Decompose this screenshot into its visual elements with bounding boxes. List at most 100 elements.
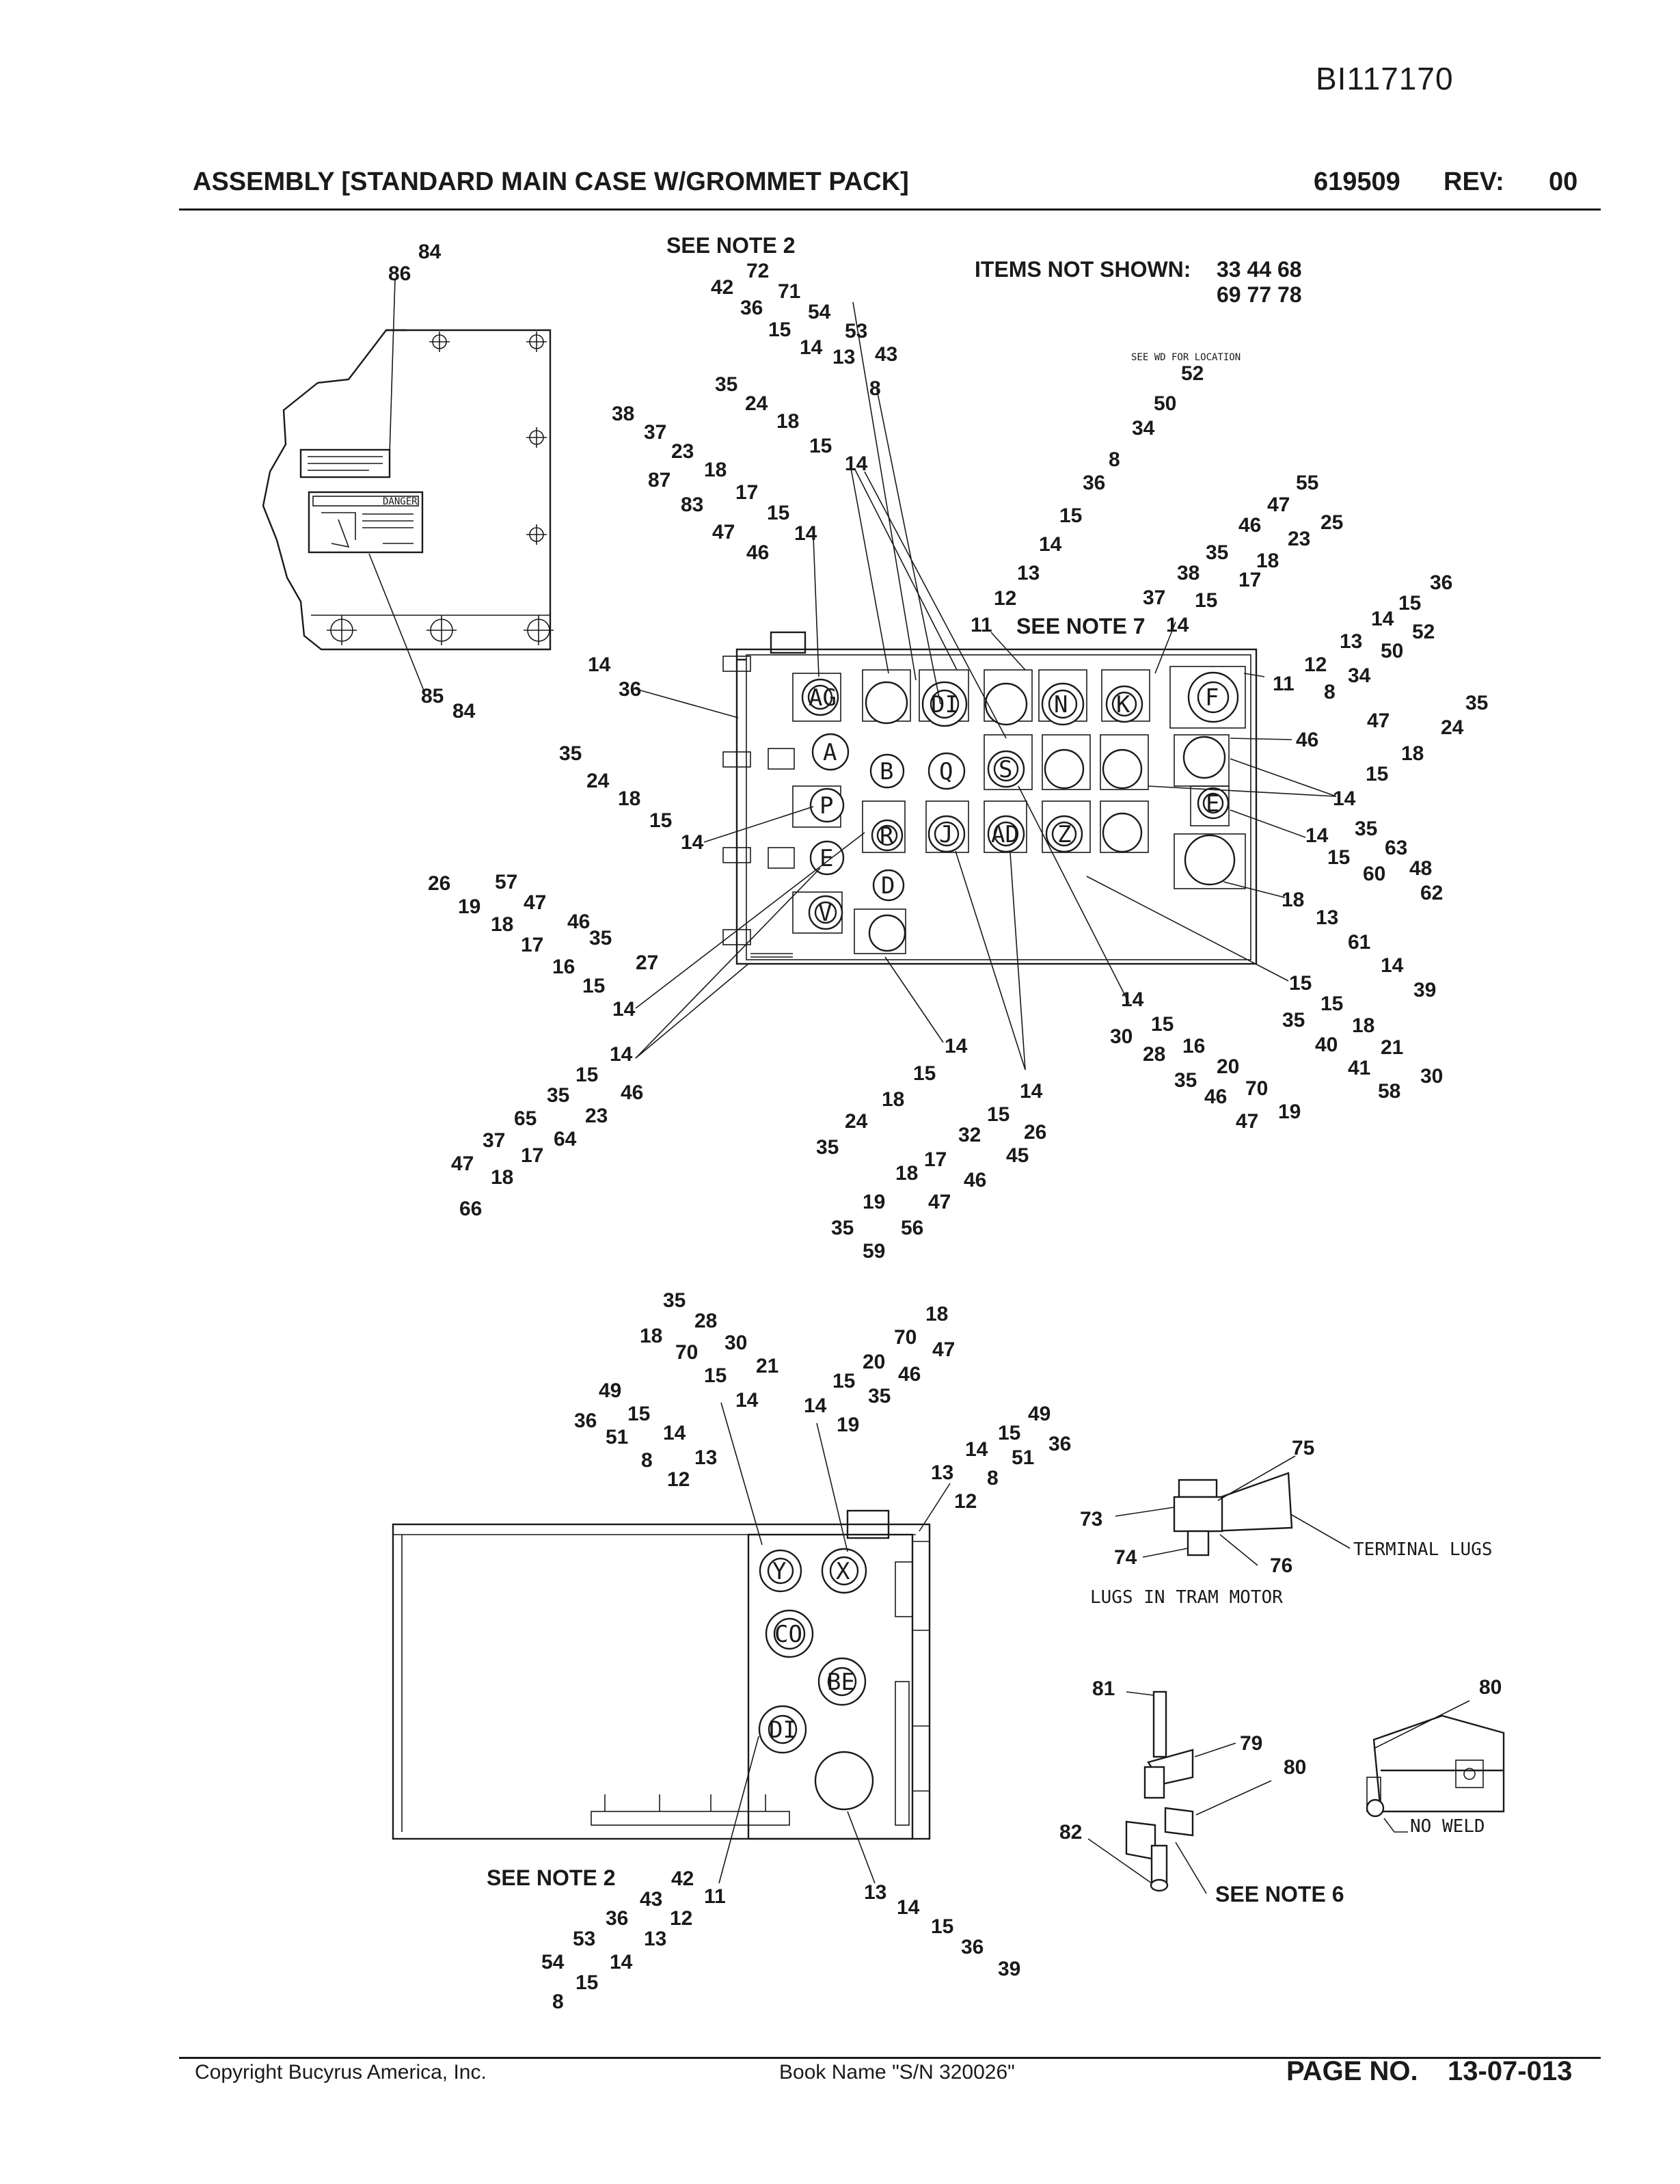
- callout-number: 50: [1154, 392, 1176, 415]
- callout-number: 13: [644, 1928, 666, 1950]
- receptacle-row-2: A B Q S: [811, 733, 1230, 790]
- callout-number: 36: [740, 297, 763, 319]
- connector-label: S: [999, 756, 1012, 783]
- callout-number: 36: [606, 1907, 628, 1930]
- callout-number: 17: [521, 1144, 543, 1167]
- connector-label: D: [881, 872, 895, 900]
- callout-number: 14: [800, 336, 823, 359]
- connector-label: BE: [827, 1669, 855, 1696]
- callout-number: 15: [575, 1064, 598, 1086]
- callout-number: 21: [1381, 1036, 1403, 1059]
- main-case-top-view: AG DI N K F A B Q S P R: [635, 301, 1337, 1070]
- callout-number: 15: [704, 1364, 727, 1387]
- copyright: Copyright Bucyrus America, Inc.: [195, 2061, 487, 2084]
- callout-number: 14: [681, 831, 704, 854]
- callout-number: 36: [1430, 571, 1452, 594]
- callout-number: 14: [588, 653, 611, 676]
- callout-number: 12: [954, 1490, 977, 1513]
- callout-number: 14: [1333, 787, 1356, 810]
- callout-number: 47: [1236, 1110, 1258, 1133]
- callout-number: 14: [663, 1422, 686, 1444]
- callout-number: 80: [1284, 1756, 1306, 1779]
- callout-number: 47: [1267, 494, 1290, 516]
- callout-number: 47: [928, 1191, 951, 1213]
- callout-number: 15: [768, 319, 791, 341]
- callout-number: 13: [1017, 562, 1040, 584]
- connector-label: A: [823, 739, 837, 766]
- callout-number: 35: [1282, 1009, 1305, 1032]
- callout-number: 19: [863, 1191, 885, 1213]
- callout-number: 39: [1413, 979, 1436, 1001]
- callout-number: 65: [514, 1107, 537, 1130]
- callout-number: 23: [585, 1105, 608, 1127]
- callout-number: 54: [808, 301, 831, 323]
- callout-number: 18: [882, 1088, 904, 1111]
- callout-number: 59: [863, 1240, 885, 1263]
- callout-number: 35: [663, 1289, 686, 1312]
- callout-number: 15: [1320, 993, 1343, 1015]
- callout-number: 15: [1059, 504, 1082, 527]
- callout-number: 79: [1240, 1732, 1262, 1755]
- callout-number: 38: [1177, 562, 1200, 584]
- callout-number: 72: [746, 260, 769, 282]
- receptacle-row-4: E D V: [792, 840, 906, 954]
- callout-number: 20: [863, 1351, 885, 1373]
- connector-label: Y: [772, 1558, 786, 1585]
- see-note-6: SEE NOTE 6: [1215, 1882, 1344, 1906]
- callout-number: 14: [1371, 608, 1394, 630]
- callout-number: 13: [694, 1446, 717, 1469]
- callout-number: 11: [1273, 673, 1295, 695]
- see-wd-note: SEE WD FOR LOCATION: [1131, 352, 1241, 363]
- callout-number: 8: [869, 377, 881, 400]
- callout-number: 40: [1315, 1034, 1338, 1056]
- callout-number: 19: [1278, 1101, 1301, 1123]
- callout-number: 76: [1270, 1554, 1292, 1577]
- callout-number: 46: [964, 1169, 986, 1191]
- callout-number: 18: [491, 1166, 513, 1189]
- callout-number: 35: [589, 927, 612, 949]
- callout-number: 57: [495, 871, 517, 893]
- connector-label: J: [939, 821, 953, 848]
- callout-number: 55: [1296, 472, 1318, 494]
- callout-number: 18: [925, 1303, 948, 1325]
- callout-number: 53: [573, 1928, 595, 1950]
- connector-label: Q: [939, 758, 953, 785]
- callout-number: 46: [898, 1363, 921, 1386]
- callout-number: 8: [552, 1991, 564, 2013]
- callout-number: 17: [735, 481, 758, 504]
- callout-number: 47: [451, 1152, 474, 1175]
- see-note-7: SEE NOTE 7: [1016, 614, 1146, 638]
- callout-number: 17: [521, 934, 543, 956]
- connector-label: DI: [769, 1716, 797, 1744]
- callout-number: 25: [1320, 511, 1343, 534]
- callout-number: 12: [670, 1907, 692, 1930]
- callout-number: 61: [1348, 931, 1370, 954]
- callout-number: 54: [541, 1951, 565, 1973]
- callout-number: 14: [610, 1043, 633, 1066]
- connector-label: N: [1054, 691, 1068, 718]
- callout-number: 17: [1238, 569, 1261, 591]
- no-weld-label: NO WELD: [1410, 1816, 1485, 1837]
- callout-number: 46: [1238, 514, 1261, 537]
- callout-number: 18: [640, 1325, 662, 1347]
- callout-number: 15: [1398, 592, 1421, 615]
- callout-number: 87: [648, 469, 670, 491]
- page-number: 13-07-013: [1448, 2056, 1573, 2086]
- callout-number: 47: [524, 891, 546, 914]
- callout-number: 15: [575, 1971, 598, 1994]
- callout-number: 35: [868, 1385, 891, 1407]
- callout-number: 46: [1204, 1086, 1227, 1108]
- callout-number: 14: [735, 1389, 759, 1412]
- callout-number: 34: [1132, 417, 1155, 440]
- callout-number: 35: [816, 1136, 839, 1159]
- connector-label: AD: [991, 821, 1019, 848]
- connector-label: AG: [809, 684, 837, 712]
- callout-number: 47: [1367, 710, 1390, 732]
- callout-number: 13: [931, 1461, 953, 1484]
- footer-rule: [179, 2057, 1601, 2059]
- danger-sign-text: DANGER: [383, 496, 418, 507]
- callout-number: 60: [1363, 863, 1385, 885]
- callout-number: 35: [1174, 1069, 1197, 1092]
- callout-number: 27: [636, 952, 658, 974]
- callout-number: 13: [1316, 906, 1338, 929]
